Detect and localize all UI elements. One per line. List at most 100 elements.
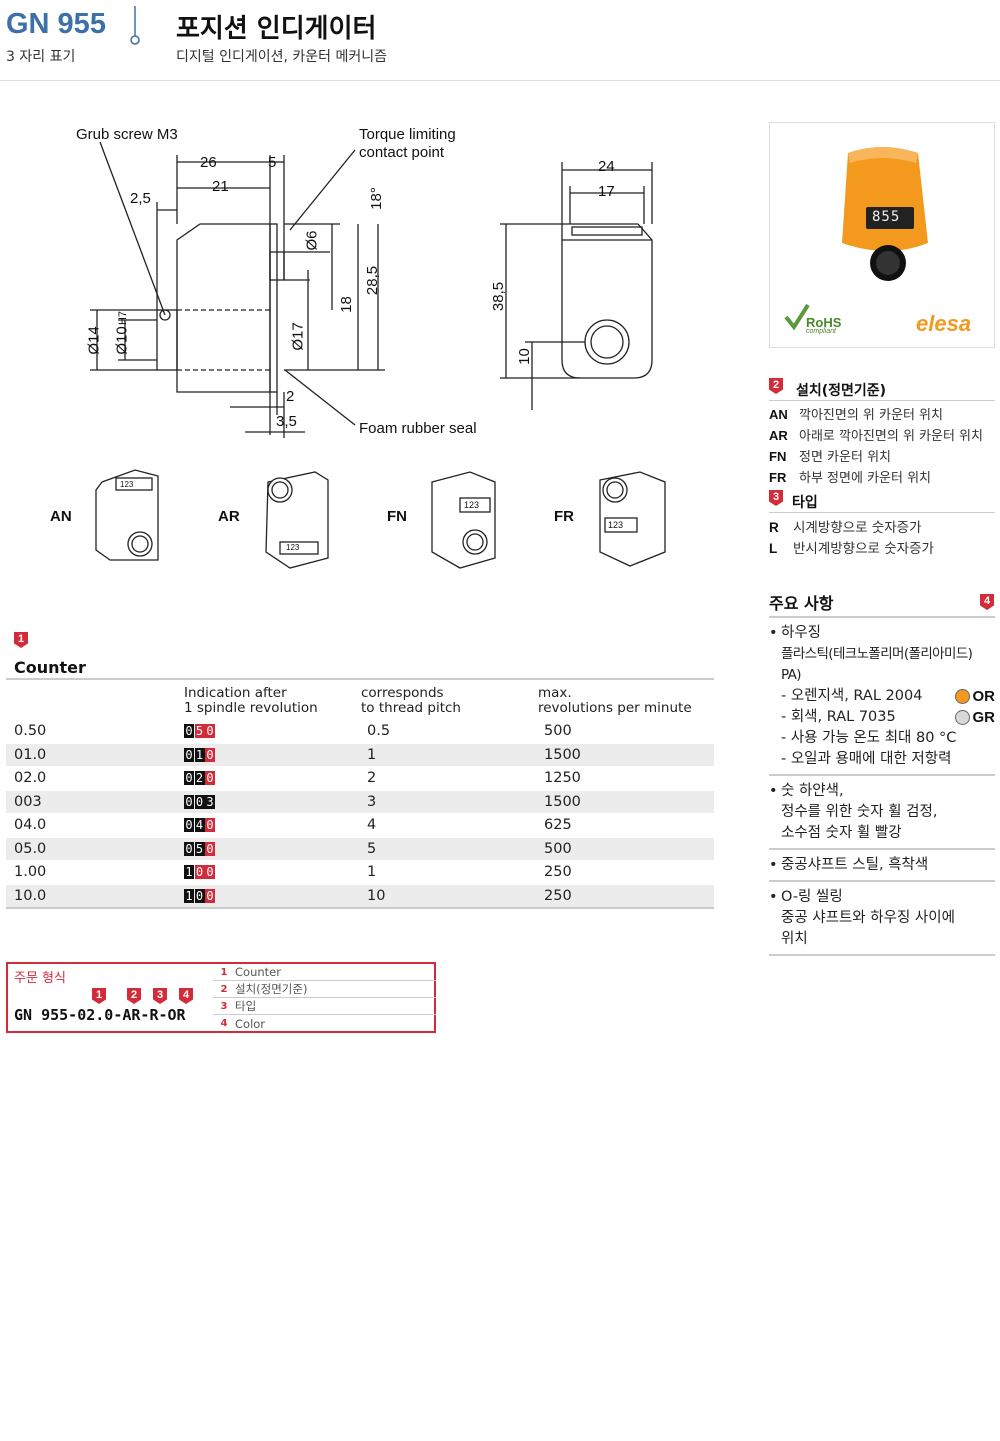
counter-text-an: 123 bbox=[120, 480, 134, 489]
view-ar-sketch bbox=[265, 471, 329, 569]
mounting-title: 설치(정면기준) bbox=[796, 383, 887, 399]
label-torque-1: Torque limiting bbox=[359, 126, 456, 143]
counter-value: 02.0 bbox=[6, 766, 182, 790]
dim-10b: 10 bbox=[515, 348, 533, 365]
dim-17b: 17 bbox=[598, 183, 615, 200]
max-rpm: 1500 bbox=[536, 743, 714, 767]
digit-wheel: 4 bbox=[194, 818, 205, 833]
label-foam-seal: Foam rubber seal bbox=[359, 420, 477, 437]
thread-pitch: 3 bbox=[359, 790, 536, 814]
digit-wheel: 0 bbox=[184, 794, 194, 809]
digit-wheel: 1 bbox=[184, 865, 194, 880]
max-rpm: 250 bbox=[536, 884, 714, 908]
digit-wheel: 0 bbox=[205, 747, 215, 762]
order-badge-1: 1 bbox=[92, 988, 106, 1004]
feature-housing: 하우징 플라스틱(테크노폴리머(폴리아미드) PA) - 오렌지색, RAL 2… bbox=[769, 616, 995, 774]
counter-value: 0.50 bbox=[6, 719, 182, 743]
product-code: GN 955 bbox=[6, 8, 106, 40]
product-subtitle: 3 자리 표기 bbox=[6, 49, 76, 65]
dim-26: 26 bbox=[200, 154, 217, 171]
dim-h7: H7 bbox=[117, 310, 130, 326]
dim-3-5: 3,5 bbox=[276, 413, 297, 430]
counter-text-fn: 123 bbox=[464, 500, 480, 510]
order-code: GN 955-02.0-AR-R-OR bbox=[14, 1006, 186, 1024]
thread-pitch: 4 bbox=[359, 813, 536, 837]
digit-wheel: 5 bbox=[194, 724, 205, 739]
product-render bbox=[842, 147, 928, 281]
thread-pitch: 10 bbox=[359, 884, 536, 908]
product-photo: 855 RoHS compliant elesa bbox=[769, 122, 995, 348]
thread-pitch: 0.5 bbox=[359, 719, 536, 743]
technical-drawing: Grub screw M3 Torque limiting contact po… bbox=[40, 120, 700, 580]
badge-type: 3 bbox=[769, 490, 783, 506]
thread-pitch: 1 bbox=[359, 860, 536, 884]
digit-wheel: 0 bbox=[184, 747, 194, 762]
dim-d6: Ø6 bbox=[303, 230, 321, 251]
digit-wheel: 0 bbox=[205, 888, 215, 903]
view-label-ar: AR bbox=[218, 508, 240, 525]
badge-features: 4 bbox=[980, 594, 994, 610]
view-fr-sketch bbox=[599, 471, 666, 567]
counter-value: 10.0 bbox=[6, 884, 182, 908]
dim-38-5: 38,5 bbox=[490, 281, 508, 312]
dim-d14: Ø14 bbox=[85, 326, 103, 355]
orange-swatch-icon bbox=[954, 689, 970, 704]
digit-wheel: 0 bbox=[184, 771, 194, 786]
view-an-sketch bbox=[95, 469, 159, 561]
digit-wheel: 1 bbox=[184, 888, 194, 903]
label-grub-screw: Grub screw M3 bbox=[76, 126, 178, 143]
rohs-label: RoHS bbox=[806, 315, 842, 330]
brand-logo: elesa bbox=[916, 311, 972, 336]
order-badge-4: 4 bbox=[179, 988, 193, 1004]
max-rpm: 500 bbox=[536, 719, 714, 743]
digit-wheel: 3 bbox=[205, 794, 215, 809]
digit-wheel: 0 bbox=[194, 865, 205, 880]
view-label-an: AN bbox=[50, 508, 72, 525]
view-fn-sketch bbox=[431, 471, 496, 569]
dim-2: 2 bbox=[286, 388, 295, 405]
type-title: 타입 bbox=[792, 495, 818, 511]
digit-wheel: 0 bbox=[184, 818, 194, 833]
counter-value: 003 bbox=[6, 790, 182, 814]
digit-wheel: 0 bbox=[184, 841, 194, 856]
header-divider bbox=[0, 80, 1000, 81]
features-title: 주요 사항 bbox=[769, 594, 834, 613]
view-label-fn: FN bbox=[387, 508, 407, 525]
digit-wheel: 0 bbox=[194, 794, 205, 809]
drawing-lines bbox=[90, 141, 666, 569]
mounting-divider bbox=[769, 400, 995, 401]
counter-value: 1.00 bbox=[6, 860, 182, 884]
page-description: 디지털 인디게이션, 카운터 메커니즘 bbox=[176, 49, 387, 65]
counter-text-ar: 123 bbox=[286, 543, 300, 552]
dim-24: 24 bbox=[598, 158, 615, 175]
thread-pitch: 5 bbox=[359, 837, 536, 861]
feature-oring: O-링 씰링 중공 샤프트와 하우징 사이에 위치 bbox=[769, 880, 995, 956]
page-title: 포지션 인디게이터 bbox=[176, 14, 377, 44]
counter-value: 05.0 bbox=[6, 837, 182, 861]
order-label: 주문 형식 bbox=[14, 971, 66, 986]
order-badge-2: 2 bbox=[127, 988, 141, 1004]
features-list: 하우징 플라스틱(테크노폴리머(폴리아미드) PA) - 오렌지색, RAL 2… bbox=[769, 616, 995, 956]
digit-wheel: 1 bbox=[194, 747, 205, 762]
rohs-sub-label: compliant bbox=[806, 328, 836, 335]
max-rpm: 625 bbox=[536, 813, 714, 837]
counter-text-fr: 123 bbox=[608, 520, 624, 530]
view-label-fr: FR bbox=[554, 508, 574, 525]
digit-wheel: 0 bbox=[184, 724, 194, 739]
